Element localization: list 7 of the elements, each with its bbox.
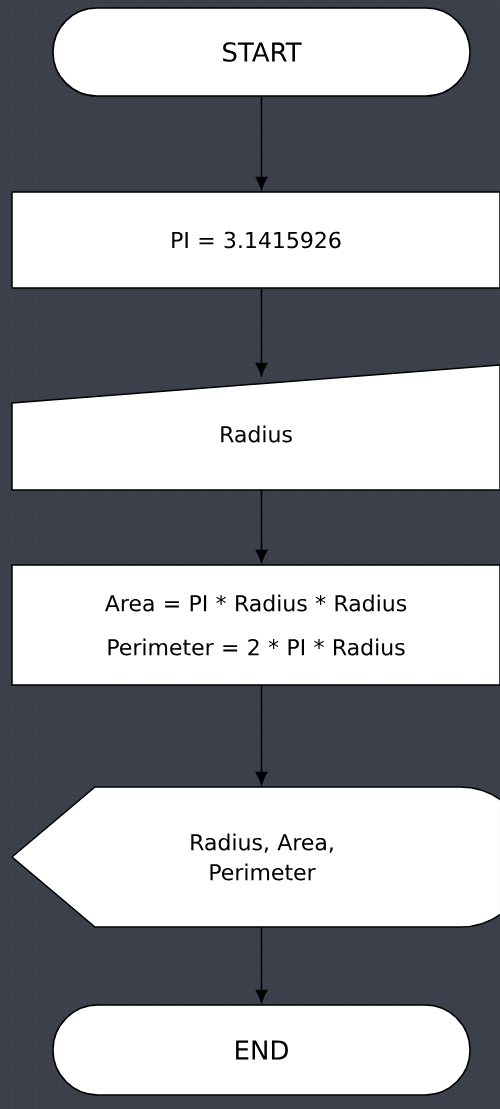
- process-box: PI = 3.1415926: [11, 191, 500, 289]
- arrow: [255, 95, 268, 190]
- arrow: [255, 926, 268, 1003]
- arrow: [255, 287, 268, 376]
- arrow: [255, 489, 268, 563]
- arrow: [255, 684, 268, 785]
- process-box: Area = PI * Radius * Radius Perimeter = 2 * PI * Radius: [11, 564, 500, 686]
